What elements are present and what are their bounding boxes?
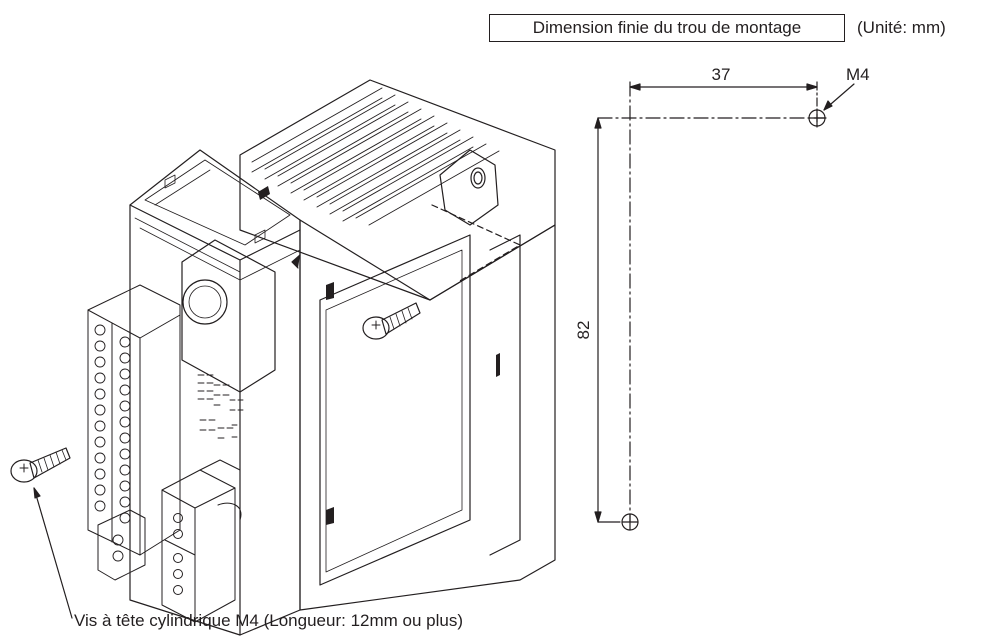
bottom-left-connector: [97, 509, 146, 581]
side-panel: [299, 219, 556, 611]
device-drawing: [87, 79, 556, 636]
hole-bottom-left: [621, 513, 639, 531]
hole-top-right: [808, 109, 826, 127]
button-housing: [181, 239, 276, 393]
lower-connectors: [161, 459, 242, 623]
front-face: [129, 149, 301, 636]
terminal-block: [87, 284, 181, 556]
terminal-screws: [94, 324, 131, 524]
arrow-top: [594, 117, 602, 129]
arrow-bottom: [594, 511, 602, 523]
screw-icon-side: [362, 302, 421, 340]
dim-82-label: 82: [574, 321, 593, 340]
screw-icon-front: [10, 447, 71, 483]
hole-m4-label: M4: [846, 65, 870, 84]
mounting-tab: [439, 149, 499, 226]
round-button: [182, 279, 228, 325]
dim-37-label: 37: [712, 65, 731, 84]
unit-label: (Unité: mm): [857, 18, 946, 37]
led-indicators: [197, 374, 244, 439]
arrow-right: [806, 83, 818, 91]
screw-leader: [33, 487, 73, 619]
dimension-drawing: [594, 81, 855, 531]
screw-callout-label: Vis à tête cylindrique M4 (Longueur: 12m…: [74, 611, 463, 630]
arrow-left: [629, 83, 641, 91]
mounting-hole-title: Dimension finie du trou de montage: [489, 14, 845, 42]
